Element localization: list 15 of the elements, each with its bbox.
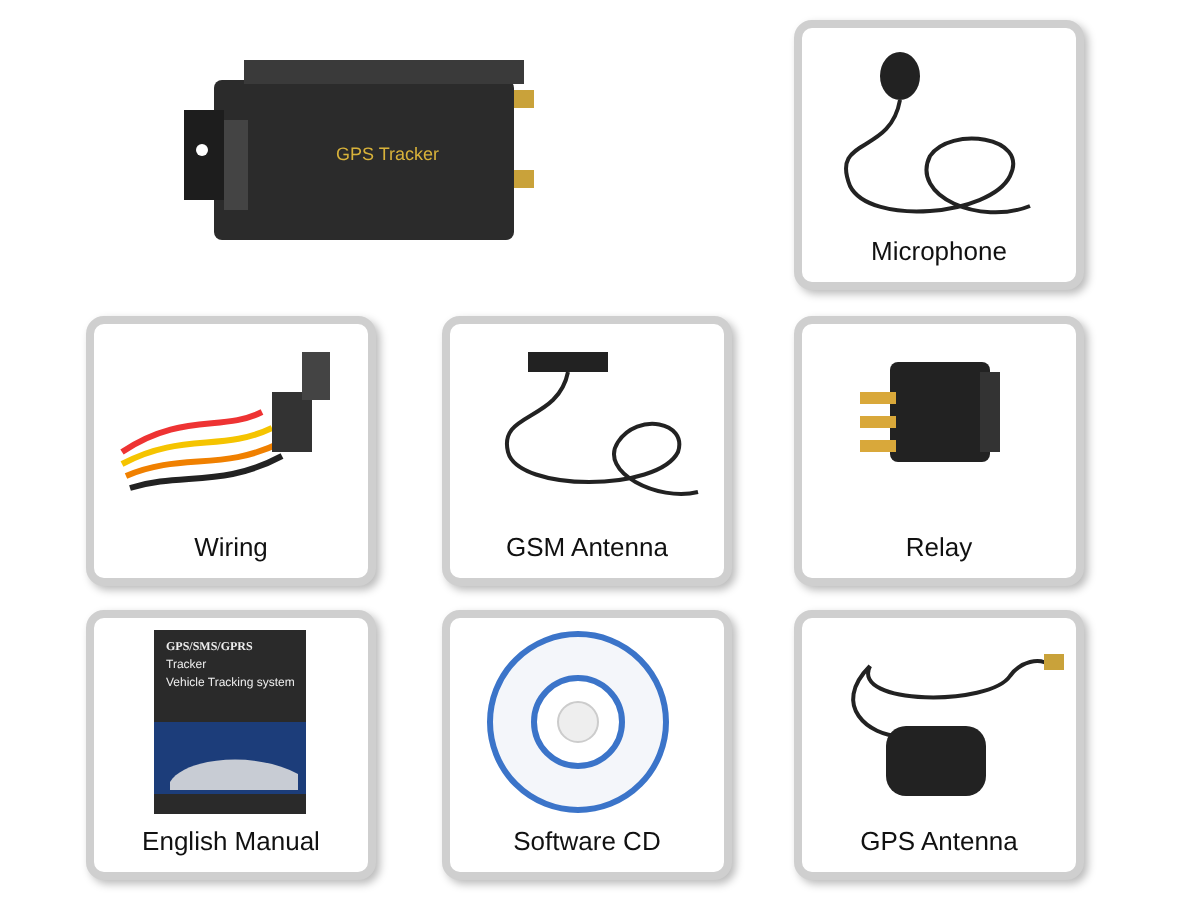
product-card — [86, 316, 376, 586]
product-card — [442, 610, 732, 880]
device-label: GPS Tracker — [336, 144, 440, 164]
product-card — [794, 20, 1084, 290]
product-caption: Software CD — [513, 826, 661, 856]
product-caption: Microphone — [871, 236, 1007, 266]
product-card — [86, 610, 376, 880]
product-caption: GPS Antenna — [860, 826, 1018, 856]
product-card — [442, 316, 732, 586]
product-card — [794, 610, 1084, 880]
product-caption: Wiring — [194, 532, 268, 562]
product-caption: English Manual — [142, 826, 320, 856]
product-caption: GSM Antenna — [506, 532, 668, 562]
product-caption: Relay — [905, 532, 973, 562]
product-card — [794, 316, 1084, 586]
